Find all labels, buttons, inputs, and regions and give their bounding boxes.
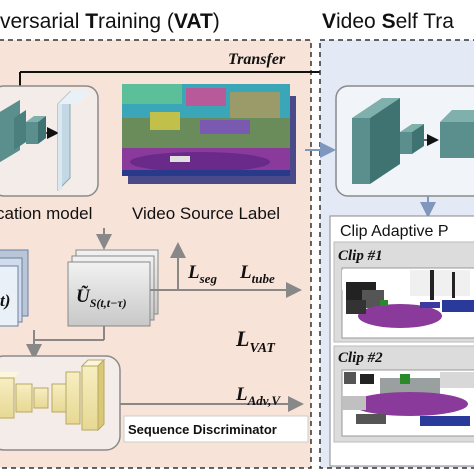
predicted-stack-label: t) [0,291,10,310]
video-source-label-caption: Video Source Label [132,204,280,223]
tube-label-symbol: ŨS(t,t−τ) [76,286,127,310]
vst-panel-title: Video Self Tra [322,10,454,33]
clip1-image [341,267,474,339]
segmentation-model-box [0,85,99,197]
seq-disc-label: Sequence Discriminator [128,422,277,437]
target-model-box [335,85,474,197]
tube-label-stack [67,249,159,327]
seq-disc-label-box [123,415,309,443]
clip2-label: Clip #2 [338,350,383,366]
segmentation-model-label: cation model [0,204,92,223]
transfer-label: Transfer [228,51,286,68]
vat-panel-title: versarial Training (VAT) [0,10,220,33]
loss-tube: Ltube [239,262,275,286]
clip1-label: Clip #1 [338,248,383,264]
loss-vat: LVAT [235,326,276,356]
clip2-image [341,369,474,437]
loss-seg: Lseg [187,262,217,286]
sequence-discriminator-box [0,355,121,451]
loss-adv: LAdv,V [235,384,281,408]
clip-adaptive-label: Clip Adaptive P [340,223,449,240]
bottleneck-block [26,116,46,122]
predicted-stack-left [0,249,29,327]
video-source-label-image [122,84,296,184]
